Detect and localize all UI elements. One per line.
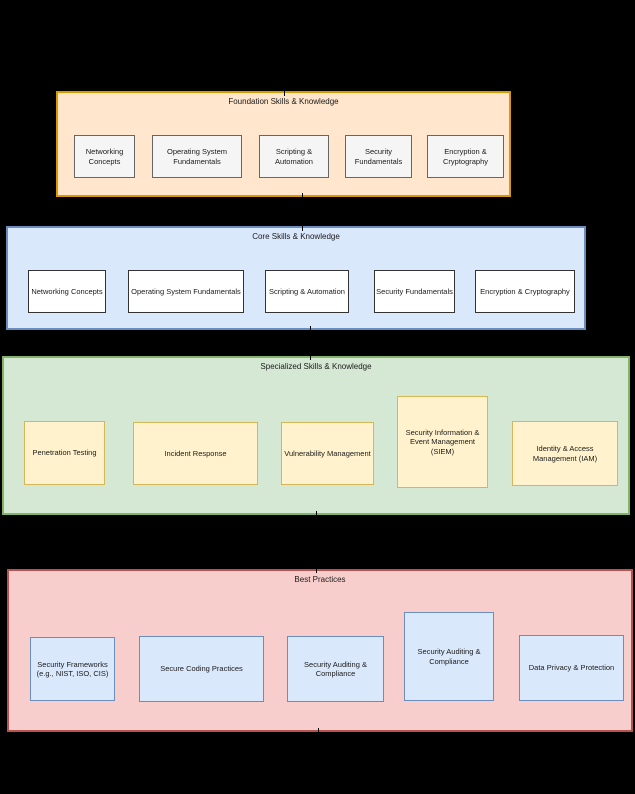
node-security-fundamentals: Security Fundamentals	[374, 270, 455, 313]
connector-line	[310, 326, 311, 360]
connector-line	[302, 193, 303, 231]
node-security-auditing-compliance-2: Security Auditing & Compliance	[404, 612, 494, 701]
node-penetration-testing: Penetration Testing	[24, 421, 105, 485]
section-core-skills: Core Skills & Knowledge Networking Conce…	[6, 226, 586, 330]
section-title: Specialized Skills & Knowledge	[260, 362, 372, 371]
node-security-auditing-compliance: Security Auditing & Compliance	[287, 636, 384, 702]
node-encryption-cryptography: Encryption & Cryptography	[427, 135, 504, 178]
section-foundation-skills: Foundation Skills & Knowledge Networking…	[56, 91, 511, 197]
node-security-fundamentals: Security Fundamentals	[345, 135, 412, 178]
section-best-practices: Best Practices Security Frameworks (e.g.…	[7, 569, 633, 732]
node-networking-concepts: Networking Concepts	[74, 135, 135, 178]
node-siem: Security Information & Event Management …	[397, 396, 488, 488]
node-scripting-automation: Scripting & Automation	[259, 135, 329, 178]
connector-line	[284, 85, 285, 96]
node-vulnerability-management: Vulnerability Management	[281, 422, 374, 485]
node-networking-concepts: Networking Concepts	[28, 270, 106, 313]
section-title: Core Skills & Knowledge	[252, 232, 340, 241]
node-scripting-automation: Scripting & Automation	[265, 270, 349, 313]
connector-line	[318, 728, 319, 738]
node-operating-system-fundamentals: Operating System Fundamentals	[152, 135, 242, 178]
node-incident-response: Incident Response	[133, 422, 258, 485]
section-title: Foundation Skills & Knowledge	[228, 97, 339, 106]
section-title: Best Practices	[294, 575, 346, 584]
node-encryption-cryptography: Encryption & Cryptography	[475, 270, 575, 313]
node-secure-coding-practices: Secure Coding Practices	[139, 636, 264, 702]
node-operating-system-fundamentals: Operating System Fundamentals	[128, 270, 244, 313]
node-security-frameworks: Security Frameworks (e.g., NIST, ISO, CI…	[30, 637, 115, 701]
connector-line	[316, 511, 317, 573]
section-specialized-skills: Specialized Skills & Knowledge Penetrati…	[2, 356, 630, 515]
node-data-privacy-protection: Data Privacy & Protection	[519, 635, 624, 701]
node-iam: Identity & Access Management (IAM)	[512, 421, 618, 486]
